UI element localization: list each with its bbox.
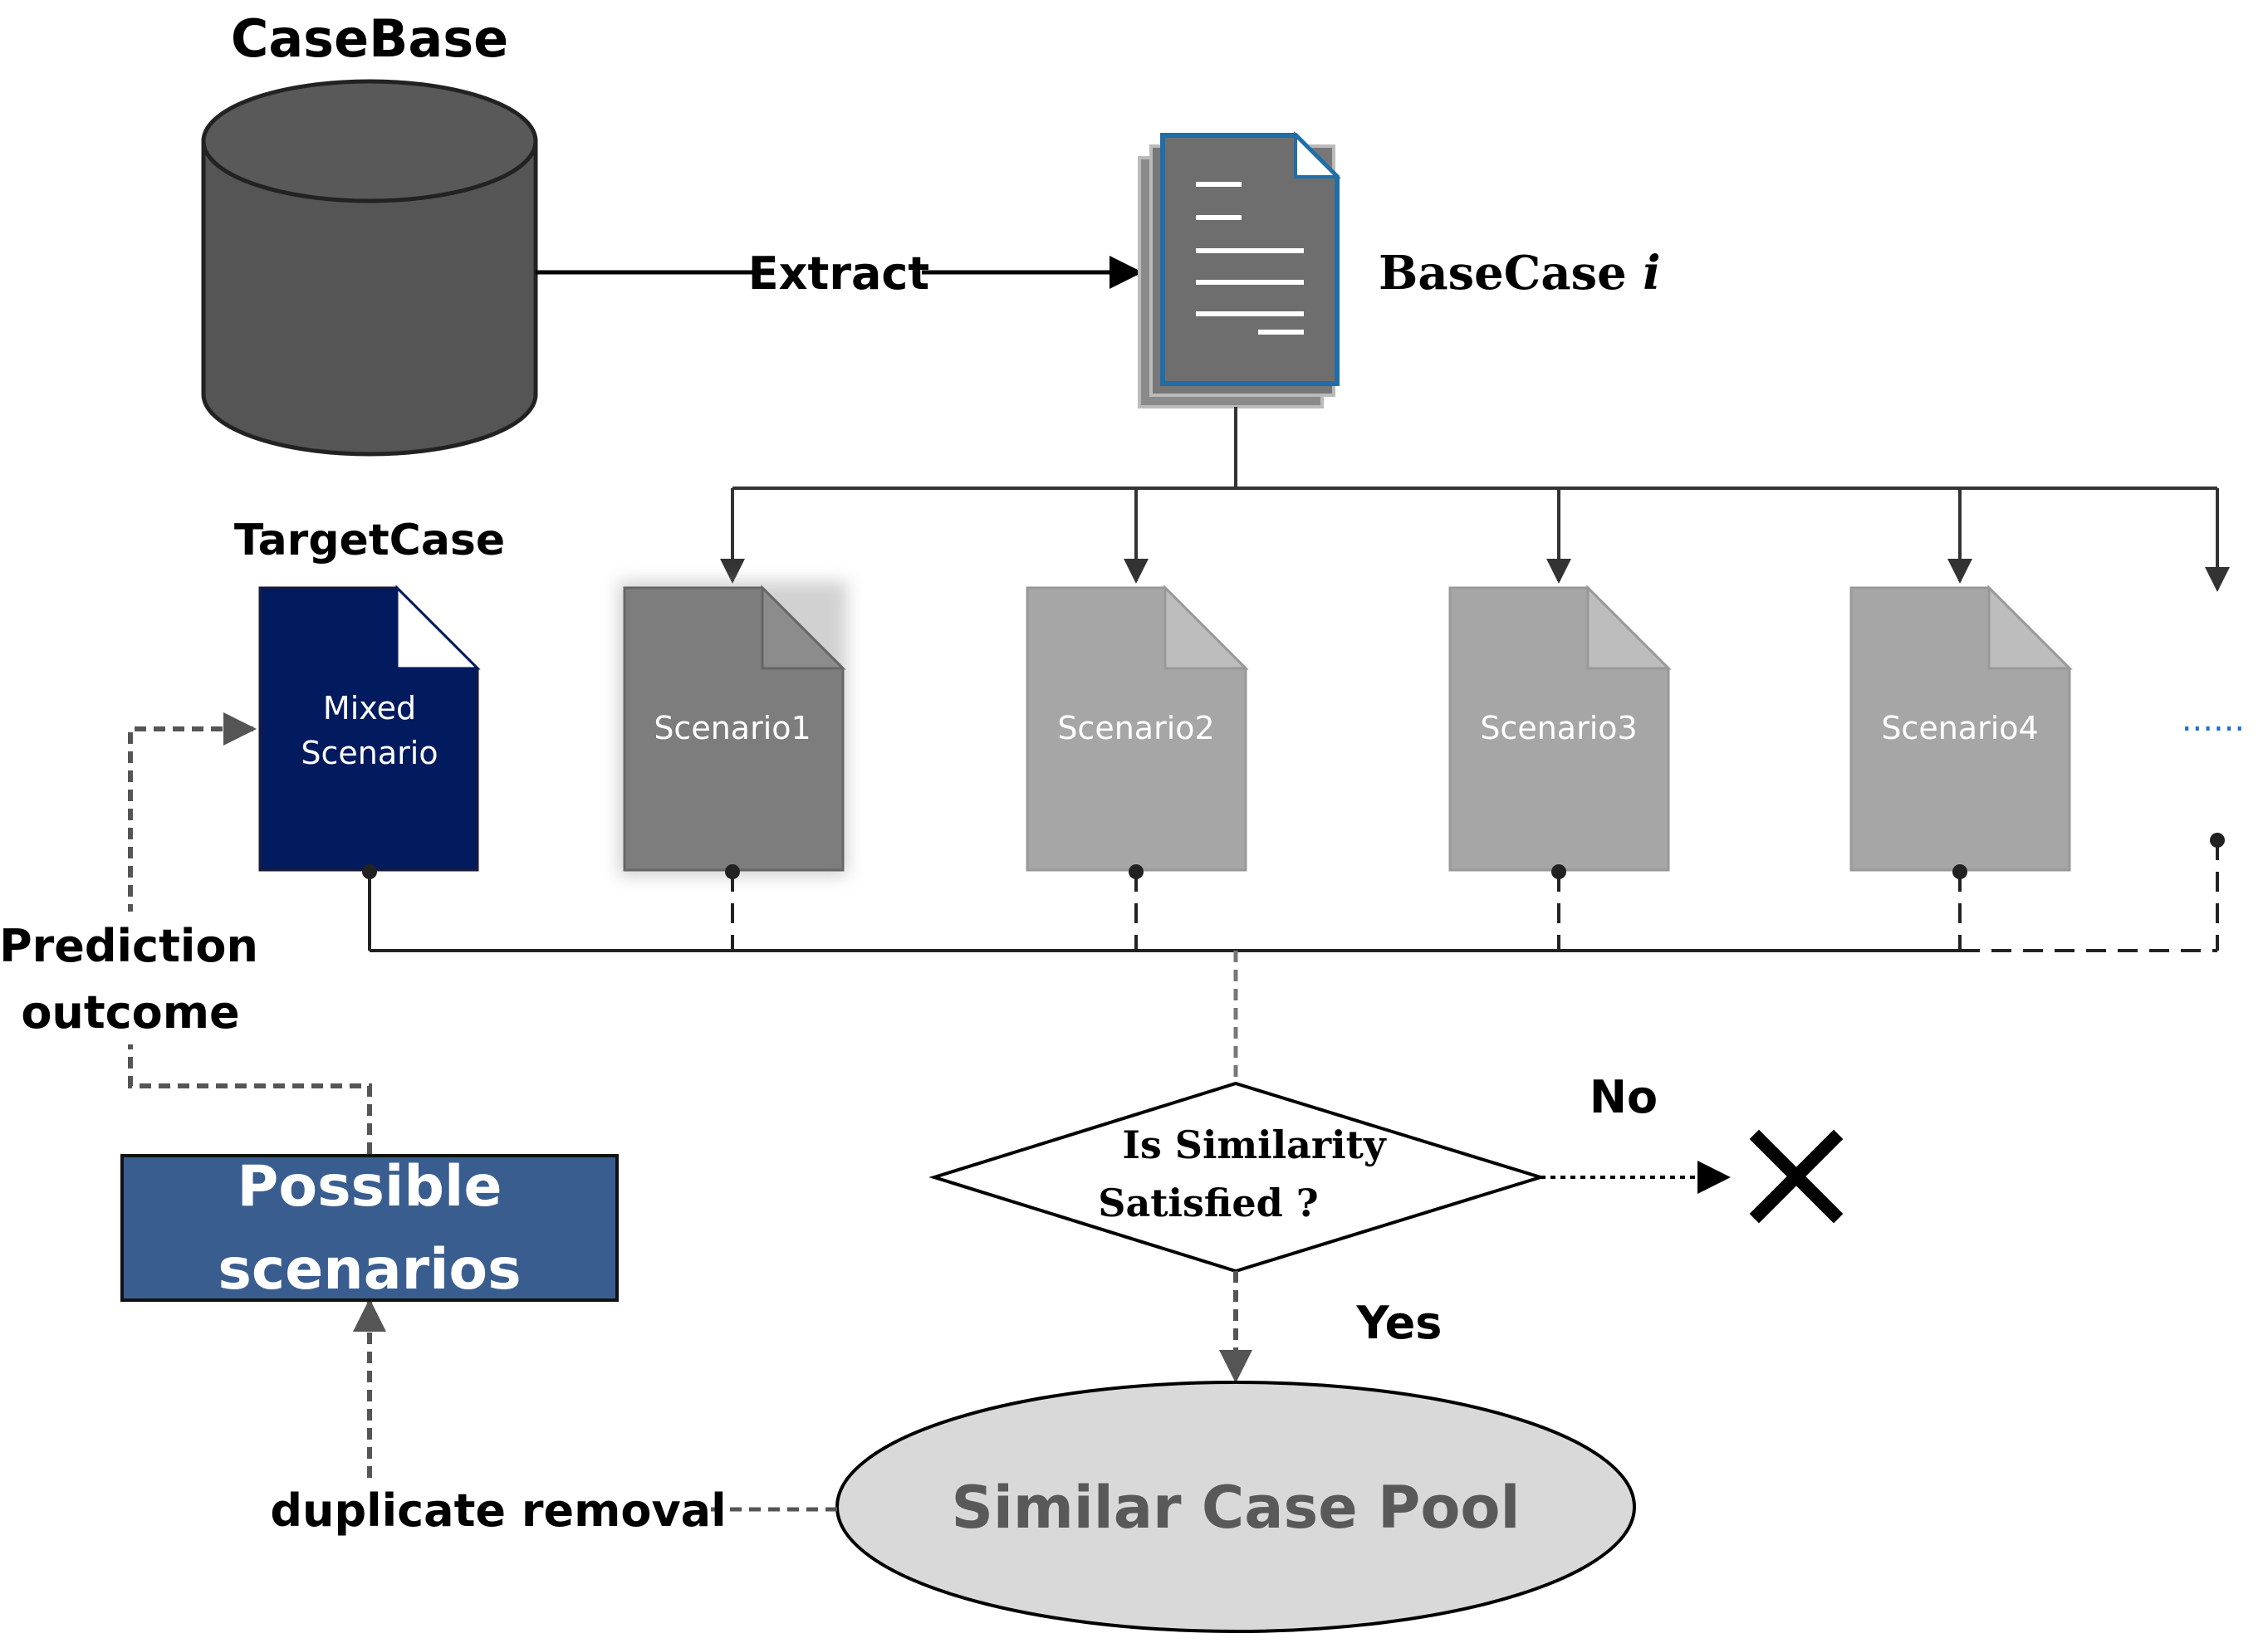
yes-label: Yes: [1356, 1297, 1443, 1349]
mixed-scenario-label-line1: Mixed: [323, 690, 416, 726]
prediction-line1: Prediction: [0, 920, 258, 972]
duplicate-removal-label: duplicate removal: [270, 1484, 726, 1537]
scenario1-document: Scenario1: [619, 581, 847, 876]
prediction-line2: outcome: [21, 986, 239, 1039]
scenario3-label: Scenario3: [1480, 710, 1637, 746]
scenario2-label: Scenario2: [1057, 710, 1214, 746]
document-stack-icon: [1138, 131, 1341, 408]
basecase-label: BaseCase i: [1379, 246, 1661, 301]
mixed-scenario-document: Mixed Scenario: [258, 584, 481, 872]
pool-label: Similar Case Pool: [951, 1474, 1520, 1542]
possible-scenarios-box: Possible scenarios: [120, 1154, 619, 1303]
decision-line1: Is Similarity: [1122, 1122, 1387, 1167]
x-mark-icon: [1749, 1129, 1844, 1224]
targetcase-title: TargetCase: [234, 516, 505, 565]
similarity-decision: Is Similarity Satisfied ?: [928, 1081, 1546, 1274]
prediction-feedback-arrow: [128, 712, 372, 1154]
similar-case-pool: Similar Case Pool: [835, 1381, 1636, 1633]
scenario-collection-lines: [362, 833, 2225, 1083]
extract-label: Extract: [748, 247, 929, 300]
possible-line2: scenarios: [218, 1237, 521, 1303]
casebase-title: CaseBase: [231, 8, 508, 69]
mixed-scenario-label-line2: Scenario: [301, 735, 438, 771]
more-scenarios-ellipsis: ......: [2182, 701, 2245, 739]
scenario1-label: Scenario1: [654, 710, 811, 746]
scenario4-document: Scenario4: [1849, 584, 2073, 872]
decision-line2: Satisfied ?: [1098, 1181, 1319, 1225]
no-label: No: [1590, 1071, 1658, 1123]
scenario4-label: Scenario4: [1881, 710, 2038, 746]
scenario3-document: Scenario3: [1448, 584, 1672, 872]
scenario2-document: Scenario2: [1026, 584, 1249, 872]
database-icon: [201, 79, 538, 457]
scenario-distribution-lines: [720, 407, 2230, 592]
possible-line1: Possible: [238, 1154, 502, 1220]
